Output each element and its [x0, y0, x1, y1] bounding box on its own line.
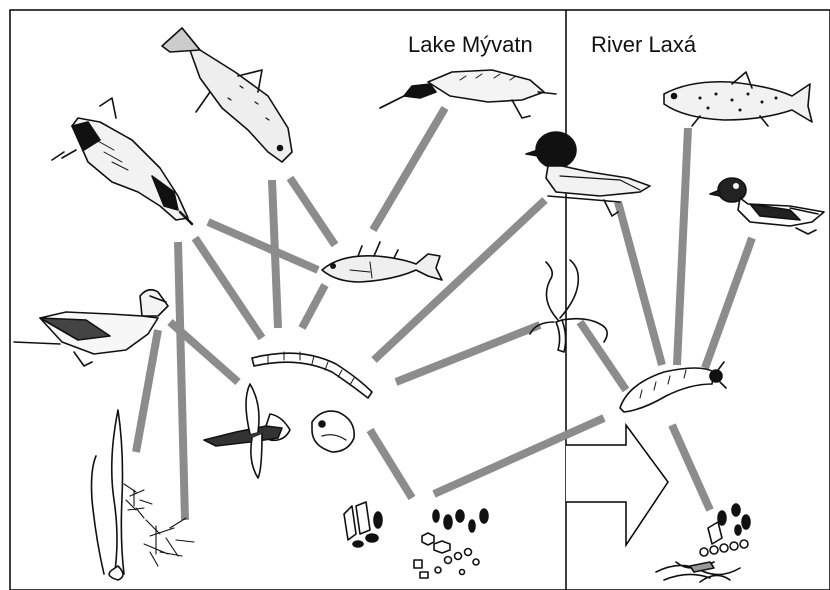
- river-region-label: River Laxá: [591, 32, 696, 58]
- lake-region-label: Lake Mývatn: [408, 32, 533, 58]
